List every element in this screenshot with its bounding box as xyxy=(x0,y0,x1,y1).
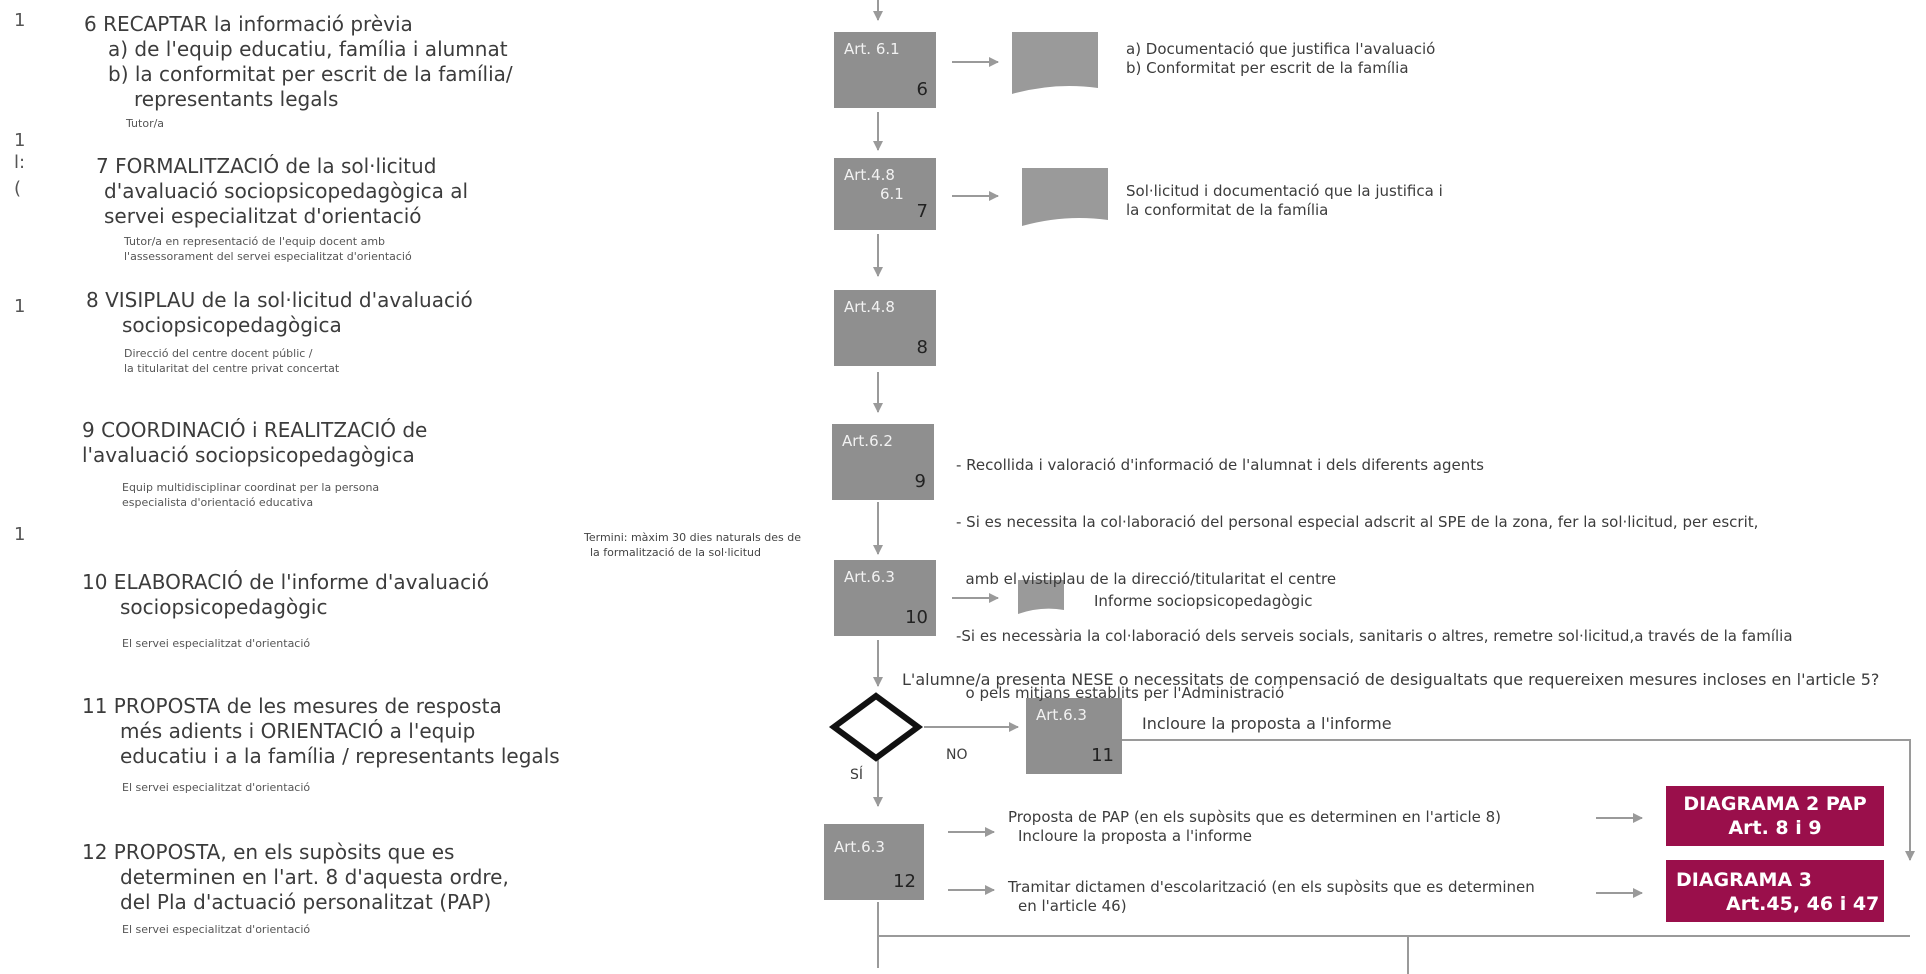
decision-yes-label: SÍ xyxy=(850,767,864,783)
margin-mark: 1 xyxy=(14,10,26,31)
step-10-title: 10 ELABORACIÓ de l'informe d'avaluació s… xyxy=(82,570,489,619)
step-7-title: 7 FORMALITZACIÓ de la sol·licitud d'aval… xyxy=(96,154,469,228)
step-11-responsible: El servei especialitzat d'orientació xyxy=(122,781,311,794)
step-10-responsible: El servei especialitzat d'orientació xyxy=(122,637,311,650)
step-12-title: 12 PROPOSTA, en els supòsits que es dete… xyxy=(82,840,509,914)
step-12-dictamen-text: Tramitar dictamen d'escolarització (en e… xyxy=(1008,878,1535,915)
decision-question: L'alumne/a presenta NESE o necessitats d… xyxy=(902,670,1880,689)
doc-10-text: Informe sociopsicopedagògic xyxy=(1094,592,1313,610)
box-11-action-text: Incloure la proposta a l'informe xyxy=(1142,714,1392,733)
doc-6-text: a) Documentació que justifica l'avaluaci… xyxy=(1126,40,1436,77)
line-11-right xyxy=(1122,739,1915,861)
decision-diamond xyxy=(828,692,924,762)
step-8-responsible: Direcció del centre docent públic /la ti… xyxy=(124,347,340,375)
step-6-title: 6 RECAPTAR la informació prèvia a) de l'… xyxy=(84,12,513,111)
step-9-notes: - Recollida i valoració d'informació de … xyxy=(956,456,1793,702)
margin-mark: 1 xyxy=(14,524,26,545)
step-12-responsible: El servei especialitzat d'orientació xyxy=(122,923,311,936)
margin-mark: 1 xyxy=(14,130,26,151)
document-shape-7 xyxy=(1022,168,1108,226)
step-11-title: 11 PROPOSTA de les mesures de resposta m… xyxy=(82,694,560,768)
margin-mark: ( xyxy=(14,178,22,199)
margin-mark: l: xyxy=(14,152,26,173)
document-shape-6 xyxy=(1012,32,1098,94)
step-9-title: 9 COORDINACIÓ i REALITZACIÓ de l'avaluac… xyxy=(82,418,428,467)
step-6-responsible: Tutor/a xyxy=(126,117,165,130)
step-8-title: 8 VISIPLAU de la sol·licitud d'avaluació… xyxy=(86,288,473,337)
document-shape-10 xyxy=(1018,580,1064,614)
decision-no-label: NO xyxy=(946,747,968,763)
doc-7-text: Sol·licitud i documentació que la justif… xyxy=(1126,182,1443,219)
step-7-responsible: Tutor/a en representació de l'equip doce… xyxy=(124,235,412,263)
step-9-responsible: Equip multidisciplinar coordinat per la … xyxy=(122,481,380,509)
margin-mark: 1 xyxy=(14,296,26,317)
step-12-pap-text: Proposta de PAP (en els supòsits que es … xyxy=(1008,808,1502,845)
